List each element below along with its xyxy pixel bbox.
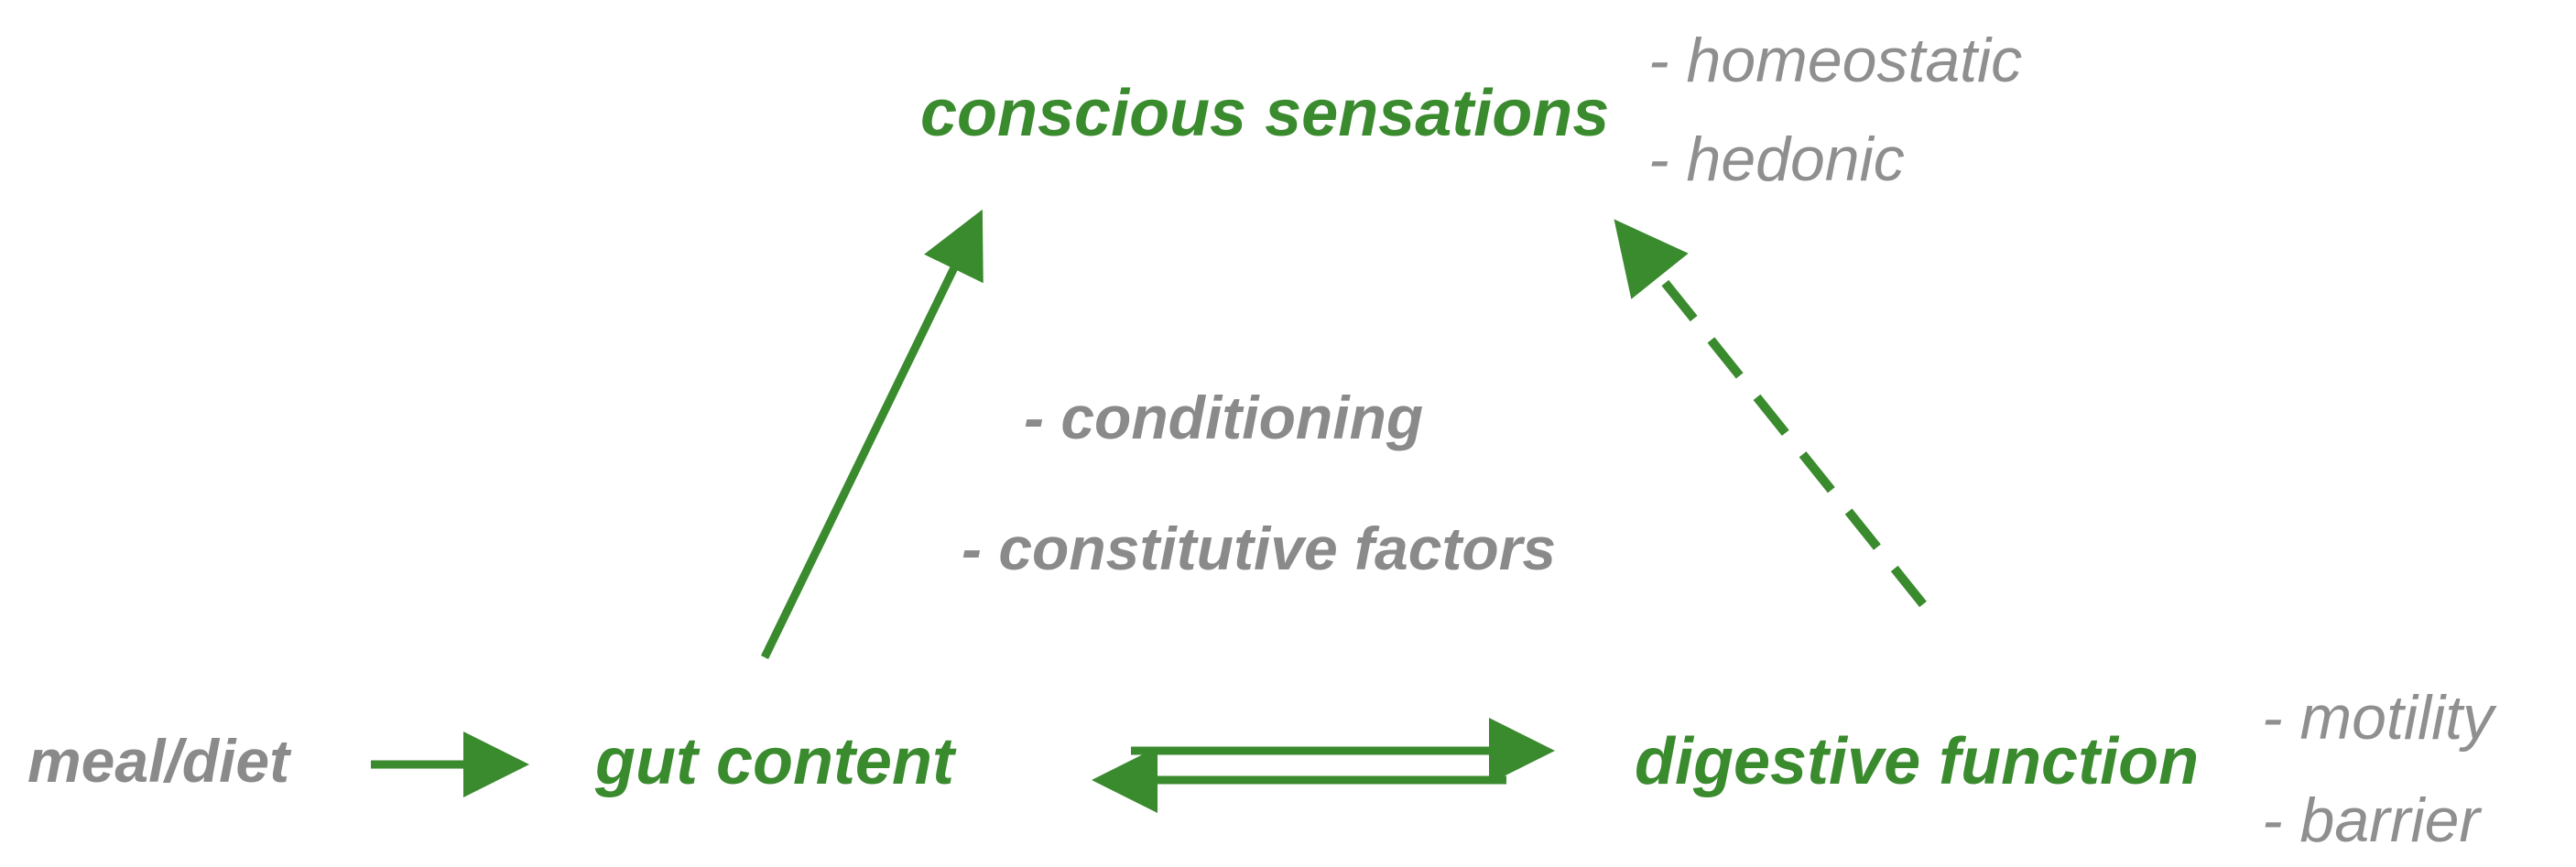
function-type-barrier: - barrier [2262, 786, 2481, 855]
modulator-conditioning: - conditioning [1024, 384, 1424, 451]
modulator-constitutive-factors: - constitutive factors [962, 515, 1557, 582]
node-gut-content: gut content [595, 725, 954, 798]
sensation-type-hedonic: - hedonic [1648, 125, 1905, 194]
function-type-motility: - motility [2262, 683, 2494, 753]
node-meal-diet: meal/diet [27, 727, 290, 795]
arrow-gut-to-sensations [760, 209, 984, 659]
node-conscious-sensations: conscious sensations [920, 77, 1610, 150]
sensation-type-homeostatic: - homeostatic [1648, 26, 2023, 95]
arrow-digestive-to-sensations-dashed [1614, 219, 1927, 608]
node-digestive-function: digestive function [1635, 725, 2200, 798]
